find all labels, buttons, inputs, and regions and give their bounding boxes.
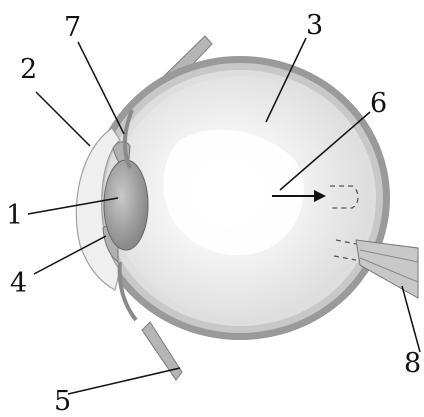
label-1: 1 (6, 202, 23, 229)
leader-5 (68, 368, 180, 394)
label-2: 2 (20, 56, 37, 83)
label-8: 8 (404, 350, 421, 377)
label-7: 7 (64, 14, 81, 41)
label-5: 5 (54, 388, 71, 415)
leader-7 (78, 42, 124, 134)
label-4: 4 (10, 270, 27, 297)
bottom-muscle (142, 322, 182, 380)
label-6: 6 (370, 90, 387, 117)
leader-2 (36, 92, 90, 146)
label-3: 3 (306, 12, 323, 39)
lens (104, 160, 148, 250)
